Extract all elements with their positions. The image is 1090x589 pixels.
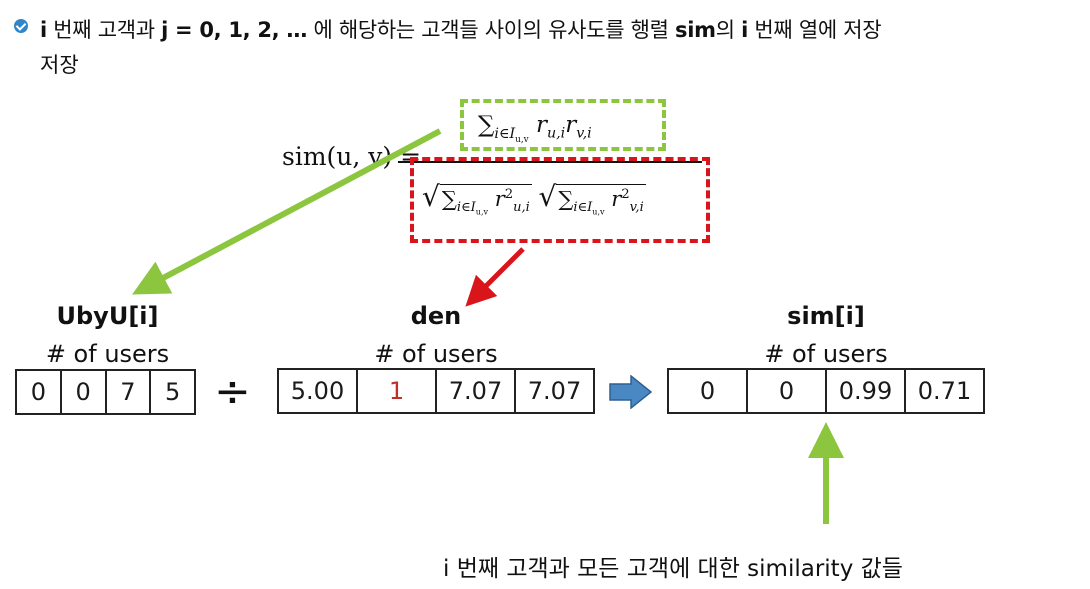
header-part: 에 해당하는 고객들 사이의 유사도를 행렬 (307, 18, 676, 42)
term: r (535, 112, 547, 138)
radicand: ∑i∈Iu,v r2u,i (439, 184, 532, 217)
array-cell-highlighted: 1 (356, 370, 435, 412)
header-part: i (40, 18, 47, 42)
header-part: 번째 열에 저장 (748, 18, 882, 42)
den-subtitle: # of users (374, 340, 498, 368)
header-line-1: i 번째 고객과 j = 0, 1, 2, … 에 해당하는 고객들 사이의 유… (40, 14, 882, 44)
array-cell: 7 (104, 371, 150, 413)
ubyu-array: 0 0 7 5 (15, 369, 196, 415)
formula-numerator: ∑i∈Iu,v ru,irv,i (478, 112, 592, 144)
header-part: i (741, 18, 749, 42)
header-part: sim (675, 18, 716, 42)
sim-title: sim[i] (787, 302, 865, 330)
header-part: 의 (715, 18, 742, 42)
sum-index-sub: u,v (592, 207, 605, 217)
term: r (611, 187, 622, 211)
den-array: 5.00 1 7.07 7.07 (277, 368, 595, 414)
header-line-2: 저장 (40, 53, 79, 77)
array-cell: 0.99 (825, 370, 904, 412)
numerator-highlight-box (460, 99, 666, 151)
fraction-bar (398, 161, 702, 163)
red-arrow-to-den (465, 247, 525, 307)
green-arrow-to-ubyu (132, 128, 442, 295)
radicand: ∑i∈Iu,v r2v,i (556, 184, 646, 217)
array-cell: 7.07 (514, 370, 593, 412)
right-arrow-icon (609, 375, 653, 409)
term-sub: u,i (546, 125, 566, 142)
den-title: den (410, 302, 462, 330)
term-sub: v,i (629, 200, 644, 216)
sim-array: 0 0 0.99 0.71 (667, 368, 985, 414)
term: r (494, 187, 505, 211)
header-part: 번째 고객과 (46, 18, 162, 42)
ubyu-subtitle: # of users (45, 340, 170, 368)
ubyu-title: UbyU[i] (56, 302, 159, 330)
caption: i 번째 고객과 모든 고객에 대한 similarity 값들 (443, 556, 903, 582)
term-sub: v,i (576, 125, 592, 142)
sum-symbol: ∑ (558, 187, 574, 211)
sum-index: i∈I (456, 200, 476, 216)
term-sub: u,i (513, 200, 530, 216)
array-cell: 0 (699, 377, 716, 405)
array-cell: 5.00 (290, 377, 345, 405)
formula-denominator: √∑i∈Iu,v r2u,i √∑i∈Iu,v r2v,i (422, 180, 646, 217)
sim-subtitle: # of users (764, 340, 888, 368)
checkmark-bullet-icon (14, 19, 28, 33)
division-operator: ÷ (214, 366, 251, 417)
sum-index-sub: u,v (475, 207, 489, 217)
array-cell: 5 (149, 371, 194, 413)
sum-symbol: ∑ (441, 187, 457, 211)
sum-index: i∈I (573, 200, 593, 216)
array-cell: 7.07 (435, 370, 514, 412)
array-cell: 0 (30, 378, 47, 406)
radical-symbol: √ (422, 180, 440, 213)
term-sup: 2 (621, 187, 630, 202)
term: r (565, 112, 577, 138)
header-part: j = 0, 1, 2, … (161, 18, 308, 42)
array-cell: 0 (746, 370, 825, 412)
array-cell: 0.71 (904, 370, 983, 412)
sum-index-sub: u,v (515, 134, 529, 145)
sum-index: i∈I (494, 125, 516, 142)
denominator-highlight-box (410, 157, 710, 243)
radical-symbol: √ (538, 180, 557, 213)
term-sup: 2 (504, 187, 514, 202)
sum-symbol: ∑ (478, 112, 495, 138)
array-cell: 0 (59, 371, 105, 413)
